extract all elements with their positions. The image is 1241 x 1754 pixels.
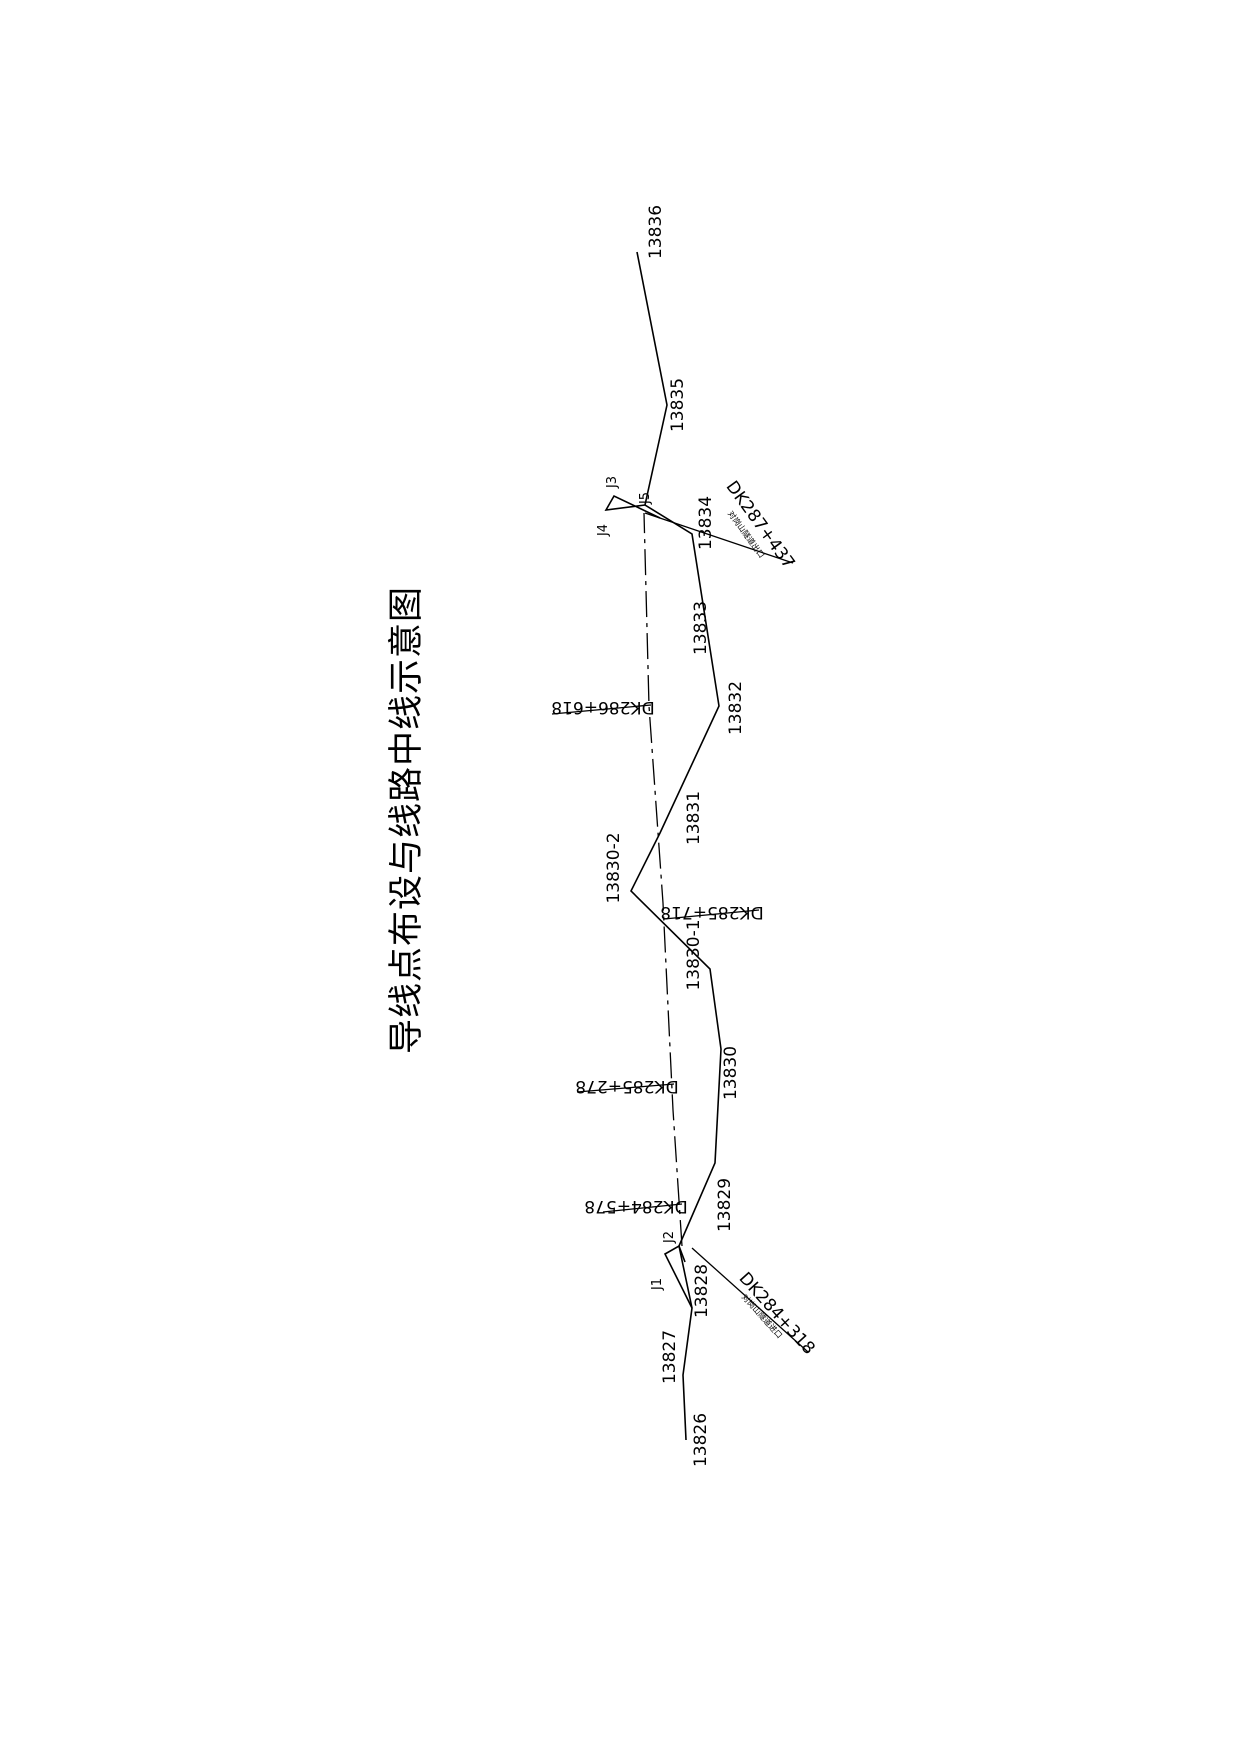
connection-label-j4: J4	[596, 524, 611, 537]
mileage-label-dk284-318: DK284+318	[735, 1269, 819, 1359]
mileage-tick-dk286-618	[551, 704, 652, 715]
station-label-13831: 13831	[684, 791, 704, 845]
station-label-13833: 13833	[691, 601, 711, 655]
connection-label-j3: J3	[605, 476, 620, 489]
station-label-13829: 13829	[715, 1178, 735, 1232]
route-center-line	[643, 512, 683, 1247]
mileage-tick-dk285-718	[663, 909, 760, 920]
traverse-line	[630, 251, 722, 1441]
mileage-tick-dk284-578	[602, 1203, 683, 1213]
connection-triangle-exit	[604, 494, 661, 519]
connection-label-j5: J5	[638, 492, 653, 505]
station-label-13827: 13827	[660, 1330, 680, 1384]
station-label-13826: 13826	[691, 1413, 711, 1467]
station-label-13835: 13835	[668, 378, 688, 432]
connection-triangle-entrance	[663, 1244, 693, 1309]
diagram-title: 导线点布设与线路中线示意图	[387, 586, 427, 1054]
mileage-tick-dk287-437	[644, 512, 794, 564]
mileage-tick-dk284-318	[691, 1247, 809, 1353]
station-label-13832: 13832	[726, 681, 746, 735]
mileage-label-dk286-618: DK286+618	[551, 697, 654, 717]
mileage-label-dk285-278: DK285+278	[575, 1076, 678, 1096]
station-label-13834: 13834	[696, 496, 716, 550]
connection-label-j1: J1	[650, 1278, 665, 1291]
station-label-13836: 13836	[646, 205, 666, 259]
station-label-13830: 13830	[721, 1046, 741, 1100]
connection-label-j2: J2	[662, 1231, 677, 1244]
station-label-13828: 13828	[692, 1264, 712, 1318]
station-label-13830-2: 13830-2	[604, 832, 624, 903]
mileage-label-dk284-578: DK284+578	[584, 1196, 687, 1216]
mileage-label-dk285-718: DK285+718	[660, 902, 763, 922]
mileage-tick-dk285-278	[576, 1083, 675, 1093]
station-label-13830-1: 13830-1	[684, 919, 704, 990]
